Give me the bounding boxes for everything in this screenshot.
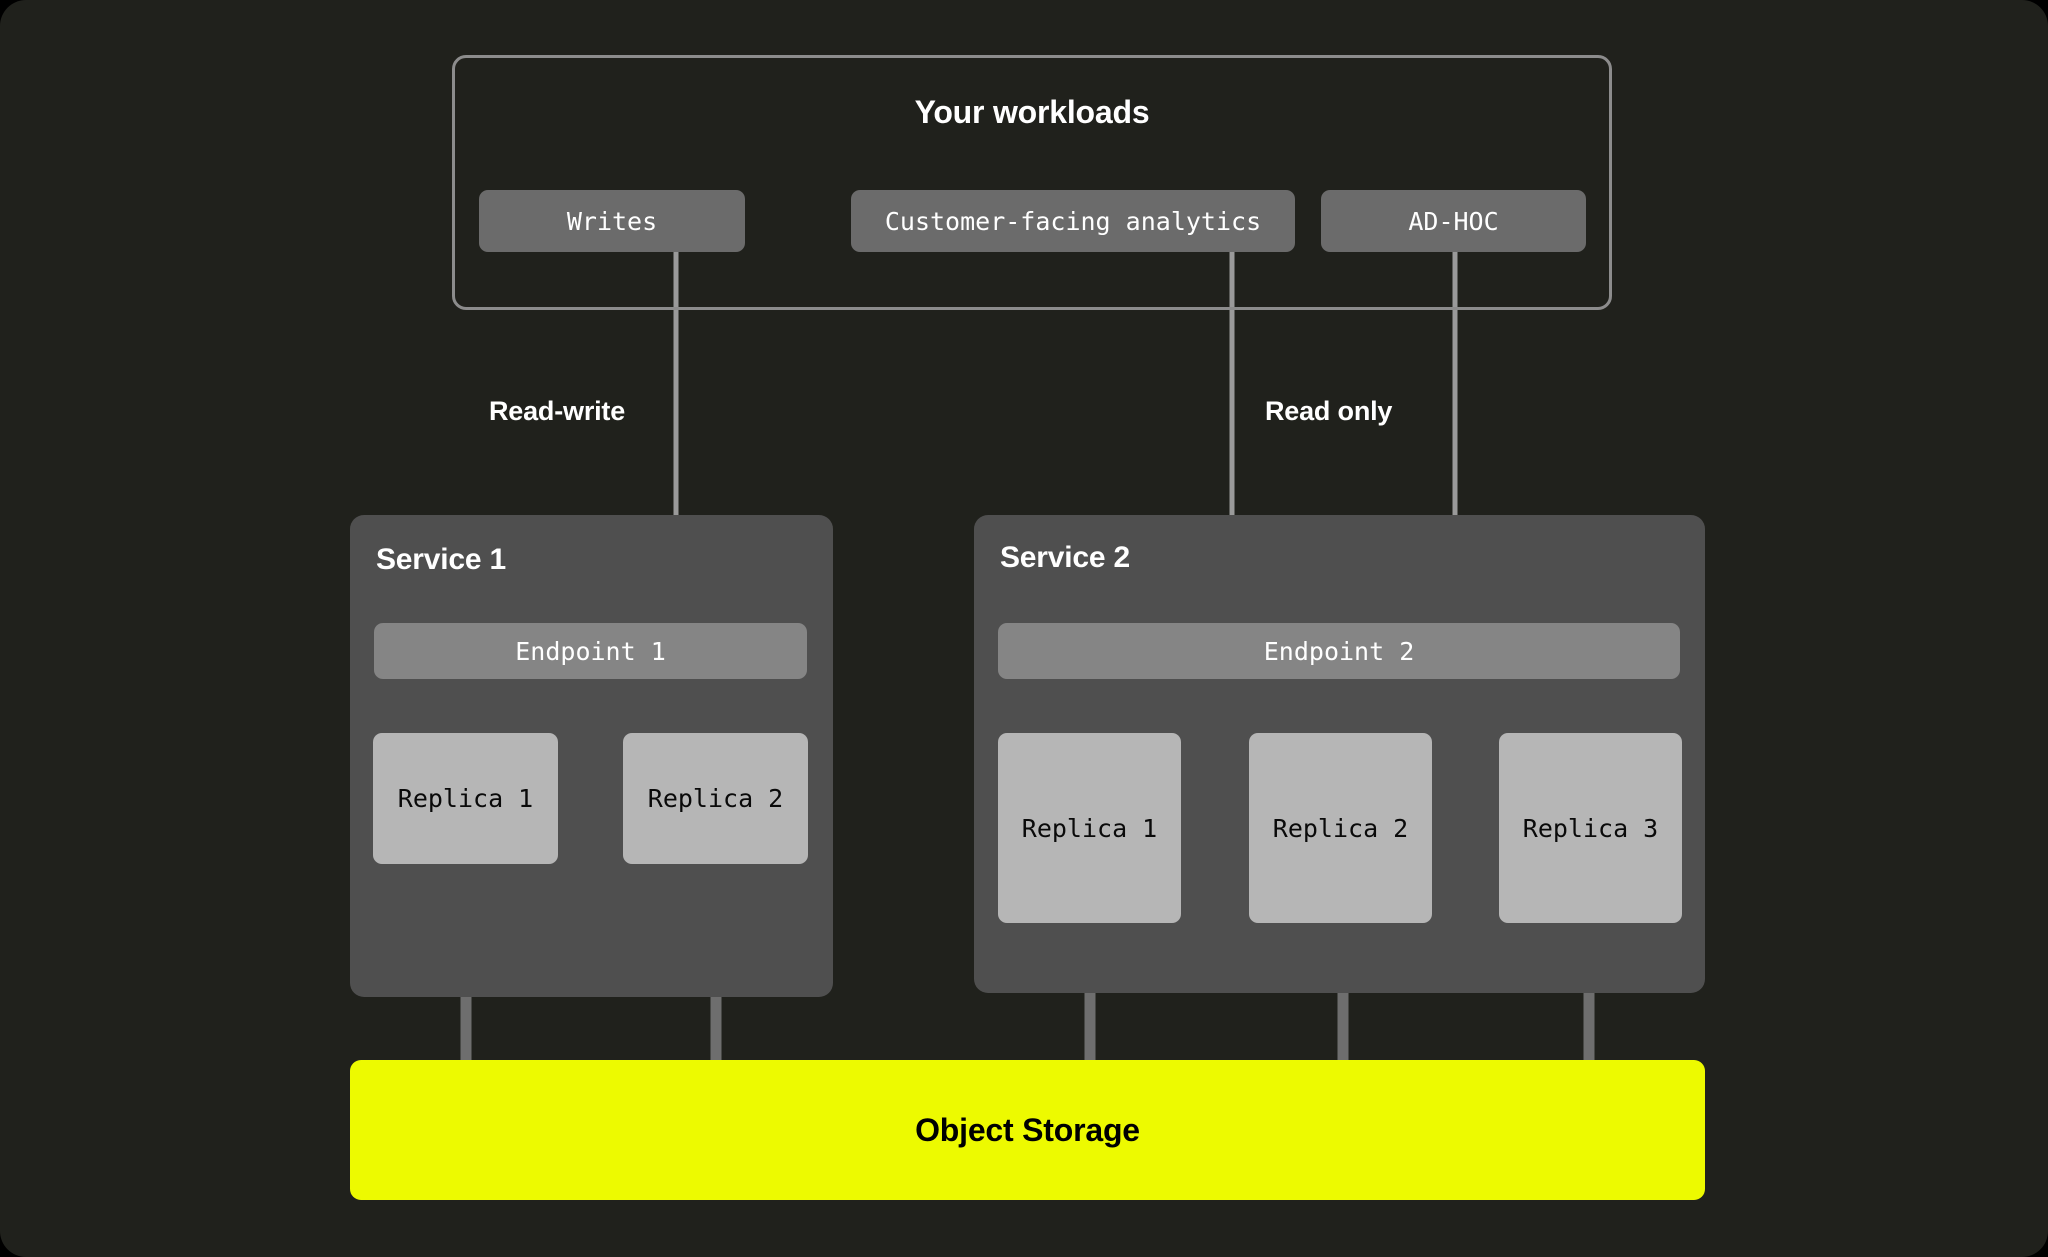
service-2-replica-2[interactable]: Replica 2	[1249, 733, 1432, 923]
service-2-replica-3-label: Replica 3	[1522, 813, 1659, 843]
workload-label-adhoc: AD-HOC	[1408, 206, 1499, 236]
endpoint-1-label: Endpoint 1	[515, 636, 666, 666]
workload-node-adhoc[interactable]: AD-HOC	[1321, 190, 1586, 252]
service-2-replica-1-label: Replica 1	[1021, 813, 1158, 843]
service-1-replica-2[interactable]: Replica 2	[623, 733, 808, 864]
workload-node-writes[interactable]: Writes	[479, 190, 745, 252]
object-storage-label: Object Storage	[915, 1111, 1140, 1148]
service-2-replica-2-label: Replica 2	[1272, 813, 1409, 843]
service-panel-2[interactable]: Service 2 Endpoint 2 Replica 1 Replica 2…	[974, 515, 1705, 993]
service-2-title: Service 2	[1000, 541, 1130, 574]
service-1-replica-1-label: Replica 1	[397, 784, 534, 813]
service-panel-1[interactable]: Service 1 Endpoint 1 Replica 1 Replica 2	[350, 515, 833, 997]
endpoint-1[interactable]: Endpoint 1	[374, 623, 807, 679]
edge-label-read-only: Read only	[1265, 396, 1393, 426]
service-1-replica-2-label: Replica 2	[647, 784, 784, 813]
service-2-replica-1[interactable]: Replica 1	[998, 733, 1181, 923]
edge-label-read-write: Read-write	[489, 396, 626, 426]
endpoint-2[interactable]: Endpoint 2	[998, 623, 1680, 679]
object-storage-node[interactable]: Object Storage	[350, 1060, 1705, 1200]
workload-label-writes: Writes	[566, 206, 658, 236]
service-2-replica-3[interactable]: Replica 3	[1499, 733, 1682, 923]
service-1-replica-1[interactable]: Replica 1	[373, 733, 558, 864]
workloads-title: Your workloads	[914, 94, 1150, 130]
endpoint-2-label: Endpoint 2	[1263, 636, 1415, 666]
workload-label-analytics: Customer-facing analytics	[884, 206, 1262, 236]
workloads-container: Your workloads	[452, 55, 1612, 310]
service-1-title: Service 1	[376, 543, 506, 576]
workload-node-analytics[interactable]: Customer-facing analytics	[851, 190, 1295, 252]
